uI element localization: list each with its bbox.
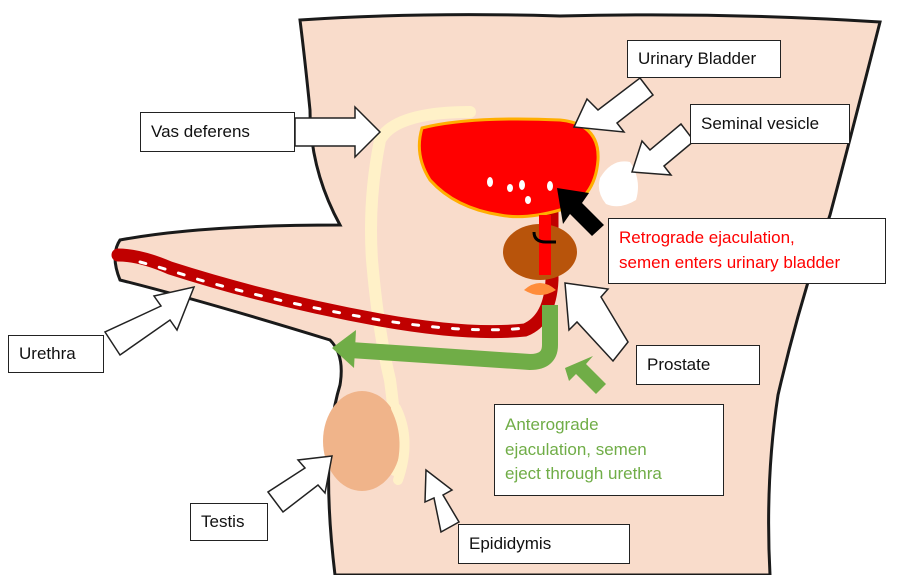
anterograde-flow-arrow-body	[349, 305, 558, 370]
label-seminal-vesicle: Seminal vesicle	[690, 104, 850, 144]
label-urinary-bladder-text: Urinary Bladder	[638, 48, 757, 68]
label-vas-deferens-text: Vas deferens	[151, 121, 250, 141]
retrograde-flow-hook	[532, 231, 556, 244]
pointer-arrow-urinary-bladder	[572, 76, 655, 133]
urethra-dots	[138, 260, 527, 332]
anterograde-pointer-arrow	[565, 356, 606, 394]
label-prostate: Prostate	[636, 345, 760, 385]
label-testis: Testis	[190, 503, 268, 541]
bladder-dots	[487, 177, 553, 204]
label-retrograde-line2: semen enters urinary bladder	[619, 253, 841, 272]
anterograde-flow-arrowhead	[332, 330, 356, 368]
prostate-base	[524, 283, 556, 295]
label-urinary-bladder: Urinary Bladder	[627, 40, 781, 78]
pointer-arrow-prostate	[564, 282, 629, 363]
testis	[323, 391, 401, 491]
label-retrograde-line1: Retrograde ejaculation,	[619, 228, 795, 248]
label-anterograde-ejaculation: Anterograde ejaculation, semen eject thr…	[494, 404, 724, 496]
label-vas-deferens: Vas deferens	[140, 112, 295, 152]
label-prostate-text: Prostate	[647, 354, 711, 374]
label-epididymis-text: Epididymis	[469, 533, 552, 553]
label-testis-text: Testis	[201, 511, 245, 531]
label-anterograde-line3: eject through urethra	[505, 464, 662, 484]
pointer-arrow-vas-deferens	[294, 105, 382, 159]
label-anterograde-line2: ejaculation, semen	[505, 439, 647, 459]
label-urethra: Urethra	[8, 335, 104, 373]
pointer-arrow-seminal-vesicle	[630, 122, 696, 176]
label-urethra-text: Urethra	[19, 343, 76, 363]
seminal-vesicle	[598, 161, 638, 207]
label-seminal-vesicle-text: Seminal vesicle	[701, 113, 820, 133]
label-epididymis: Epididymis	[458, 524, 630, 564]
label-retrograde-ejaculation: Retrograde ejaculation, semen enters uri…	[608, 218, 886, 284]
epididymis	[391, 403, 410, 485]
pointer-arrow-urethra	[103, 285, 196, 357]
label-anterograde-line1: Anterograde	[505, 415, 599, 435]
pointer-arrow-testis	[266, 455, 333, 514]
pointer-arrow-epididymis	[424, 468, 461, 534]
retrograde-arrow	[557, 188, 604, 236]
